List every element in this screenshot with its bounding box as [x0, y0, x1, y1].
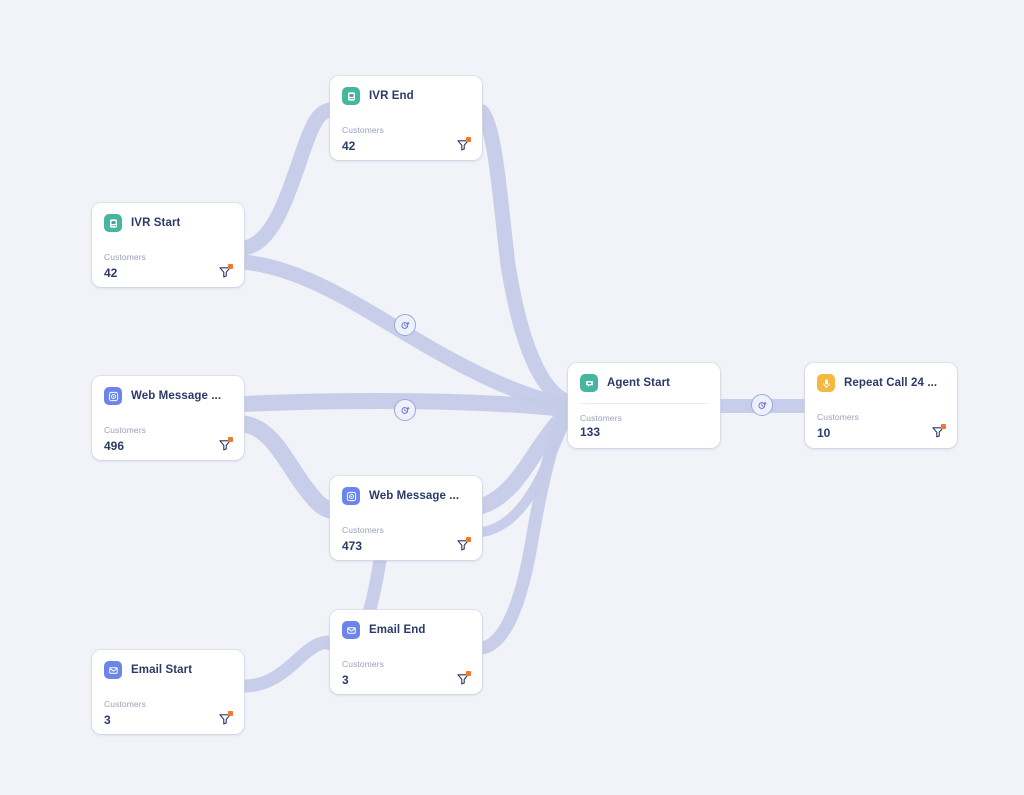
node-card-repeat-call[interactable]: Repeat Call 24 ... Customers 10 [805, 363, 957, 448]
filter-active-dot [228, 437, 233, 442]
metric-row: 42 [342, 137, 471, 153]
filter-icon[interactable] [456, 671, 471, 686]
filter-active-dot [466, 137, 471, 142]
metric-row: 3 [342, 671, 471, 687]
metric-label: Customers [104, 252, 146, 262]
node-header: IVR Start [104, 214, 232, 243]
node-title: IVR End [369, 90, 414, 102]
edge-web473-to-agent-alt[interactable] [477, 411, 573, 537]
node-title: Email Start [131, 664, 193, 676]
web-message-icon [104, 387, 122, 405]
node-card-web-message-473[interactable]: Web Message ... Customers 473 [330, 476, 482, 560]
filter-active-dot [466, 537, 471, 542]
node-title: Web Message ... [369, 490, 460, 502]
metric-label: Customers [104, 425, 146, 435]
filter-icon[interactable] [931, 424, 946, 439]
filter-icon[interactable] [218, 711, 233, 726]
metric-value: 42 [104, 266, 118, 280]
node-header: Email End [342, 621, 470, 650]
node-title: Email End [369, 624, 426, 636]
node-header: Email Start [104, 661, 232, 690]
time-icon [400, 405, 411, 416]
metric-value: 473 [342, 539, 363, 553]
web-message-icon [342, 487, 360, 505]
metric-row: 3 [104, 711, 233, 727]
metric-label: Customers [342, 125, 384, 135]
filter-icon[interactable] [456, 137, 471, 152]
node-title: Agent Start [607, 377, 671, 389]
edge-web496-to-web473[interactable] [235, 415, 339, 519]
filter-active-dot [228, 264, 233, 269]
node-title: IVR Start [131, 217, 181, 229]
ivr-icon [342, 87, 360, 105]
time-icon [757, 400, 768, 411]
filter-active-dot [466, 671, 471, 676]
metric-value: 133 [580, 425, 601, 439]
badge-web-to-agent[interactable] [394, 399, 416, 421]
filter-active-dot [228, 711, 233, 716]
node-header: Web Message ... [104, 387, 232, 416]
metric-label: Customers [817, 412, 859, 422]
metric-label: Customers [342, 525, 384, 535]
metric-value: 496 [104, 439, 125, 453]
metric-row: 473 [342, 537, 471, 553]
node-header: Repeat Call 24 ... [817, 374, 945, 403]
metric-row: 496 [104, 437, 233, 453]
badge-agent-to-repeat[interactable] [751, 394, 773, 416]
email-icon [104, 661, 122, 679]
node-header: Web Message ... [342, 487, 470, 516]
time-icon [400, 320, 411, 331]
filter-icon[interactable] [218, 437, 233, 452]
metric-value: 10 [817, 426, 831, 440]
filter-icon[interactable] [456, 537, 471, 552]
node-title: Repeat Call 24 ... [844, 377, 938, 389]
ivr-icon [104, 214, 122, 232]
metric-value: 3 [104, 713, 111, 727]
node-header: IVR End [342, 87, 470, 116]
edge-email-start-to-email-end[interactable] [237, 635, 337, 693]
filter-icon[interactable] [218, 264, 233, 279]
metric-row: 133 [580, 426, 708, 438]
edge-ivr-end-to-agent-start[interactable] [474, 104, 576, 410]
metric-label: Customers [104, 699, 146, 709]
node-divider [581, 403, 707, 404]
agent-icon [580, 374, 598, 392]
metric-row: 42 [104, 264, 233, 280]
metric-row: 10 [817, 424, 946, 440]
filter-active-dot [941, 424, 946, 429]
repeat-call-icon [817, 374, 835, 392]
node-card-web-message-496[interactable]: Web Message ... Customers 496 [92, 376, 244, 460]
metric-label: Customers [342, 659, 384, 669]
email-icon [342, 621, 360, 639]
badge-ivr-to-agent[interactable] [394, 314, 416, 336]
metric-label: Customers [580, 413, 622, 423]
edge-web473-to-agent-start[interactable] [474, 406, 576, 514]
metric-value: 42 [342, 139, 356, 153]
node-title: Web Message ... [131, 390, 222, 402]
metric-value: 3 [342, 673, 349, 687]
edge-email-end-to-agent-start[interactable] [475, 407, 575, 655]
edge-ivr-start-to-ivr-end[interactable] [236, 102, 338, 256]
node-header: Agent Start [580, 374, 708, 403]
